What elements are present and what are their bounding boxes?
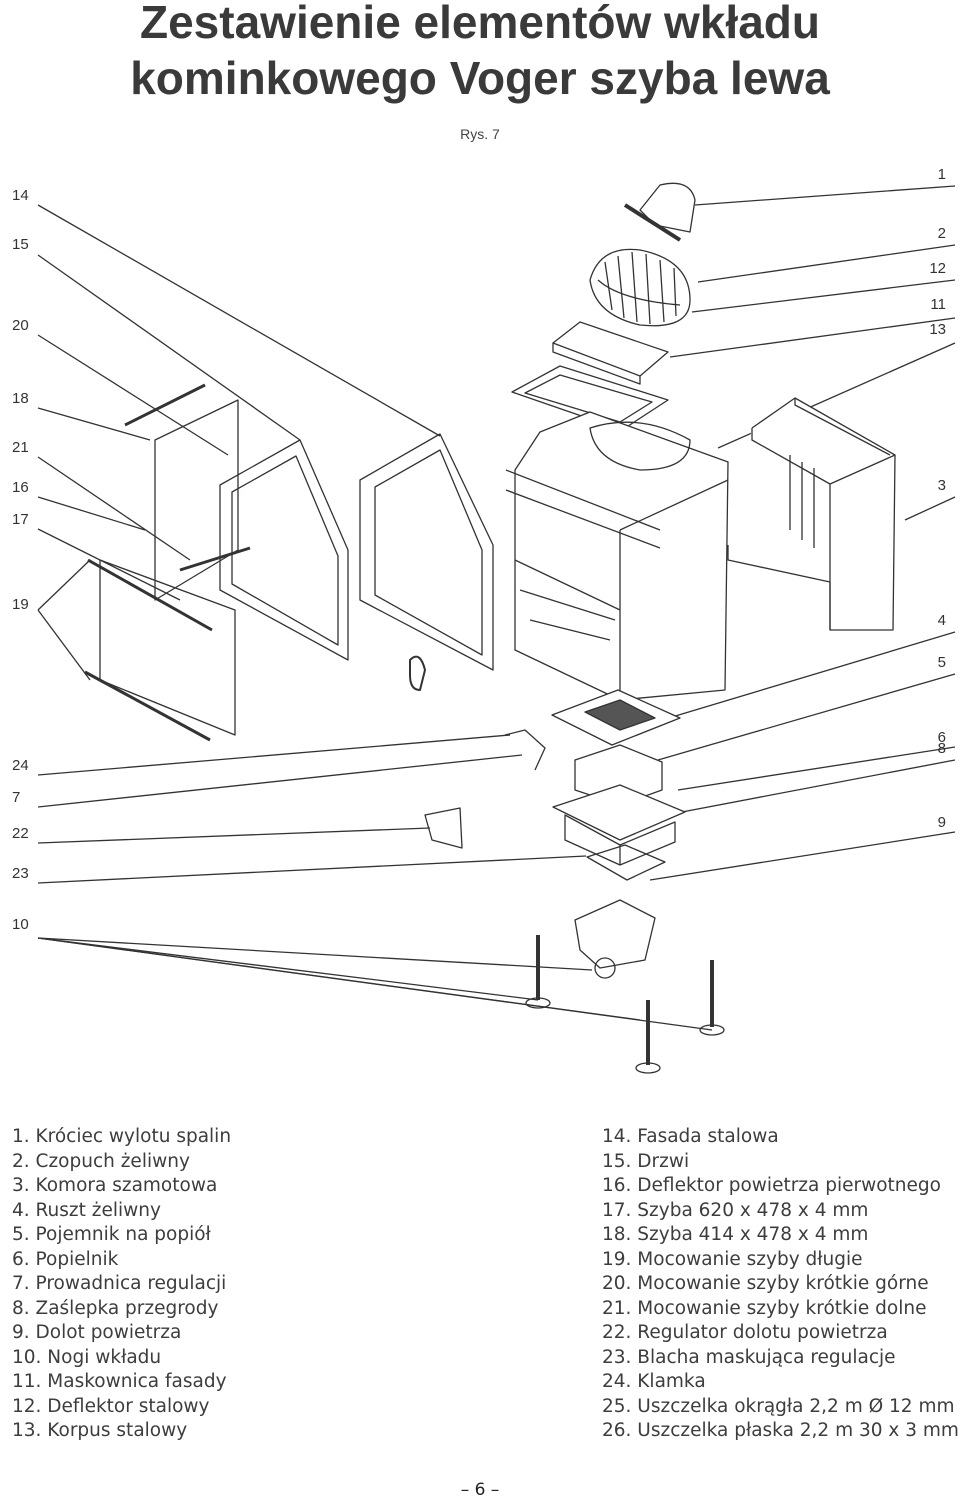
part-ash-pan — [574, 744, 663, 806]
legend-item: 5. Pojemnik na popiół — [12, 1224, 211, 1245]
legend-item: 20. Mocowanie szyby krótkie górne — [602, 1273, 929, 1294]
leader-lines-left — [37, 204, 713, 1031]
callout-1: 1 — [937, 166, 946, 183]
callout-2: 2 — [937, 225, 946, 242]
callout-19: 19 — [12, 596, 29, 613]
callout-23: 23 — [12, 865, 29, 882]
callout-21: 21 — [12, 439, 29, 456]
part-air-intake — [574, 899, 656, 979]
legend-item: 26. Uszczelka płaska 2,2 m 30 x 3 mm — [602, 1420, 959, 1441]
part-legs — [525, 935, 725, 1074]
callout-14: 14 — [12, 187, 29, 204]
callout-4: 4 — [937, 612, 946, 629]
legend-item: 1. Króciec wylotu spalin — [12, 1126, 232, 1147]
callout-13: 13 — [929, 321, 946, 338]
callout-3: 3 — [937, 477, 946, 494]
legend-item: 18. Szyba 414 x 478 x 4 mm — [602, 1224, 869, 1245]
callout-11: 11 — [930, 296, 946, 313]
legend-item: 19. Mocowanie szyby długie — [602, 1248, 863, 1270]
callout-10: 10 — [12, 916, 29, 933]
callout-8: 8 — [937, 740, 946, 757]
callout-22: 22 — [12, 825, 29, 842]
part-glass-short — [124, 383, 239, 601]
part-deflector-plates — [511, 321, 669, 431]
legend-item: 14. Fasada stalowa — [602, 1126, 779, 1147]
legend-item: 25. Uszczelka okrągła 2,2 m Ø 12 mm — [602, 1395, 955, 1417]
parts-legend-left: 1. Króciec wylotu spalin 2. Czopuch żeli… — [12, 1125, 231, 1444]
page-number: – 6 – — [460, 1480, 500, 1500]
legend-item: 4. Ruszt żeliwny — [12, 1199, 161, 1221]
part-cast-iron-flue — [589, 248, 691, 327]
callout-12: 12 — [929, 260, 946, 277]
callout-17: 17 — [12, 511, 29, 528]
part-door — [219, 439, 426, 691]
title-line-1: Zestawienie elementów wkładu — [140, 0, 820, 48]
callout-7: 7 — [12, 789, 21, 806]
legend-item: 16. Deflektor powietrza pierwotnego — [602, 1175, 941, 1196]
legend-item: 6. Popielnik — [12, 1248, 119, 1270]
callout-15: 15 — [12, 236, 29, 253]
legend-item: 11. Maskownica fasady — [12, 1371, 227, 1392]
legend-item: 9. Dolot powietrza — [12, 1322, 182, 1343]
legend-item: 3. Komora szamotowa — [12, 1175, 218, 1196]
part-firebrick-chamber — [727, 397, 896, 631]
legend-item: 8. Zaślepka przegrody — [12, 1297, 219, 1319]
legend-item: 22. Regulator dolotu powietrza — [602, 1322, 888, 1343]
legend-item: 2. Czopuch żeliwny — [12, 1150, 190, 1172]
exploded-view-drawing — [37, 182, 956, 1074]
legend-item: 10. Nogi wkładu — [12, 1346, 162, 1368]
part-glass-large — [84, 546, 251, 742]
part-grate — [551, 689, 681, 746]
title-line-2: kominkowego Voger szyba lewa — [130, 52, 830, 104]
parts-legend-right: 14. Fasada stalowa 15. Drzwi 16. Deflekt… — [602, 1125, 959, 1444]
callout-5: 5 — [937, 654, 946, 671]
part-ash-box — [552, 784, 686, 881]
legend-item: 13. Korpus stalowy — [12, 1420, 188, 1441]
legend-item: 23. Blacha maskująca regulacje — [602, 1346, 896, 1368]
legend-item: 15. Drzwi — [602, 1150, 690, 1172]
legend-item: 12. Deflektor stalowy — [12, 1395, 210, 1417]
part-flue-outlet — [623, 182, 696, 242]
part-regulator — [424, 729, 546, 849]
legend-item: 21. Mocowanie szyby krótkie dolne — [602, 1297, 927, 1319]
part-steel-facade — [359, 433, 494, 671]
legend-item: 17. Szyba 620 x 478 x 4 mm — [602, 1199, 869, 1221]
callout-18: 18 — [12, 390, 29, 407]
part-steel-body — [505, 411, 729, 701]
callout-20: 20 — [12, 317, 29, 334]
figure-label: Rys. 7 — [460, 126, 500, 142]
callout-24: 24 — [12, 757, 29, 774]
legend-item: 7. Prowadnica regulacji — [12, 1273, 227, 1294]
callout-9: 9 — [937, 814, 946, 831]
legend-item: 24. Klamka — [602, 1371, 706, 1392]
callout-6: 6 — [937, 729, 946, 746]
callout-16: 16 — [12, 479, 29, 496]
